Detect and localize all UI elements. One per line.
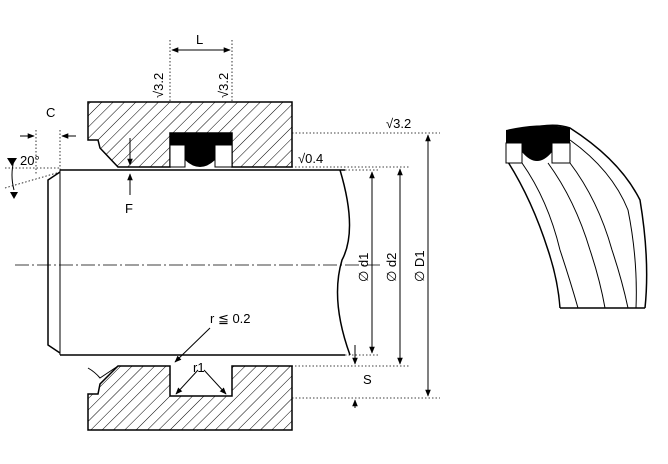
seal-section-view [505,124,648,309]
lower-housing [87,365,293,431]
dim-S-label: S [363,372,372,387]
roughness-left-label: √3.2 [151,73,166,98]
dim-d2-label: ∅ d2 [384,253,399,282]
dim-C-label: C [46,105,55,120]
roughness-bore-label: √3.2 [386,116,411,131]
radius-groove-label: r ≦ 0.2 [210,311,251,326]
dim-F-label: F [125,201,133,216]
radius-r1-label: r1 [193,360,205,375]
roughness-rod-label: √0.4 [298,151,323,166]
dim-L-label: L [196,32,203,47]
dim-D1-label: ∅ D1 [412,250,427,282]
upper-seal [169,133,233,168]
angle-label: 20° [20,153,40,168]
dim-d1-label: ∅ d1 [356,253,371,282]
rod [47,169,351,356]
roughness-right-label: √3.2 [216,73,231,98]
